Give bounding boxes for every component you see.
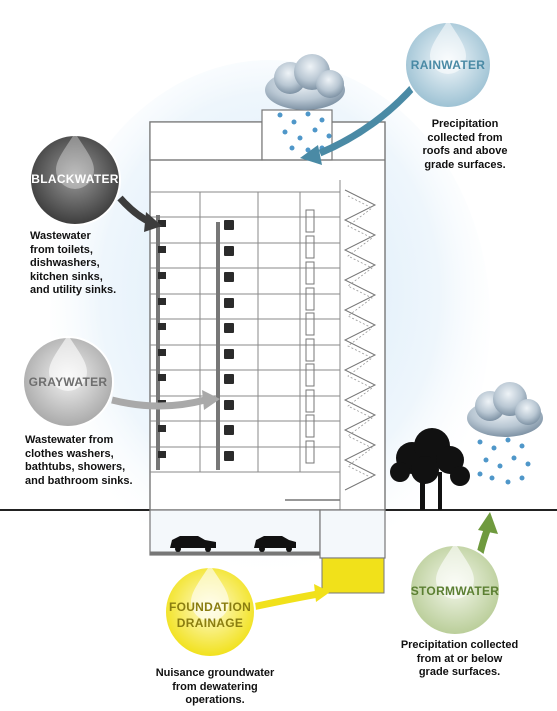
- water-drop-icon: [191, 565, 229, 621]
- foundation-caption: Nuisance groundwater from dewatering ope…: [150, 667, 280, 708]
- caption-line: Wastewater: [30, 230, 91, 242]
- water-drop-icon: [56, 133, 94, 189]
- rainwater-arrow: [318, 82, 418, 157]
- blackwater-label: BLACKWATER: [31, 172, 119, 186]
- caption-line: from toilets,: [30, 243, 93, 256]
- graywater-label: GRAYWATER: [28, 375, 108, 389]
- water-drop-icon: [49, 335, 87, 391]
- foundation-label-line2: DRAINAGE: [176, 616, 244, 630]
- cloud-icon: [467, 382, 543, 485]
- caption-line: bathtubs, showers,: [25, 461, 126, 473]
- caption-line: collected from: [427, 131, 503, 144]
- caption-line: grade surfaces.: [424, 158, 506, 171]
- caption-line: Precipitation collected: [400, 639, 519, 651]
- caption-line: dishwashers,: [30, 257, 100, 269]
- drainage-pit: [321, 557, 385, 594]
- stormwater-caption: Precipitation collected from at or below…: [392, 639, 527, 680]
- cloud-icon: [265, 54, 345, 153]
- stormwater-label: STORMWATER: [410, 584, 500, 598]
- car-icon: [170, 536, 216, 552]
- caption-line: and bathroom sinks.: [25, 474, 133, 487]
- foundation-drainage-badge: [164, 565, 256, 658]
- caption-line: grade surfaces.: [418, 666, 501, 678]
- caption-line: Precipitation: [431, 118, 499, 130]
- caption-line: Wastewater from: [25, 434, 114, 446]
- caption-line: kitchen sinks,: [30, 270, 103, 283]
- blackwater-badge: [29, 133, 121, 226]
- graywater-badge: [22, 335, 114, 428]
- water-drop-icon: [430, 20, 466, 74]
- caption-line: from at or below: [416, 652, 503, 665]
- caption-line: operations.: [185, 694, 245, 706]
- graywater-arrow: [111, 396, 206, 410]
- caption-line: from dewatering: [172, 680, 258, 693]
- caption-line: roofs and above: [422, 145, 508, 157]
- rainwater-caption: Precipitation collected from roofs and a…: [410, 118, 520, 172]
- stormwater-badge: [409, 543, 501, 636]
- rainwater-badge: [404, 20, 492, 109]
- graywater-caption: Wastewater from clothes washers, bathtub…: [25, 434, 150, 488]
- building-section: [149, 109, 386, 511]
- car-icon: [254, 536, 296, 552]
- caption-line: Nuisance groundwater: [155, 667, 275, 679]
- tree-icon: [390, 428, 470, 510]
- caption-line: and utility sinks.: [30, 284, 117, 296]
- basement-garage: [149, 509, 386, 594]
- foundation-label-line1: FOUNDATION: [168, 600, 252, 614]
- blackwater-caption: Wastewater from toilets, dishwashers, ki…: [30, 230, 140, 298]
- water-drop-icon: [436, 543, 474, 599]
- caption-line: clothes washers,: [25, 447, 114, 460]
- rainwater-label: RAINWATER: [410, 58, 486, 72]
